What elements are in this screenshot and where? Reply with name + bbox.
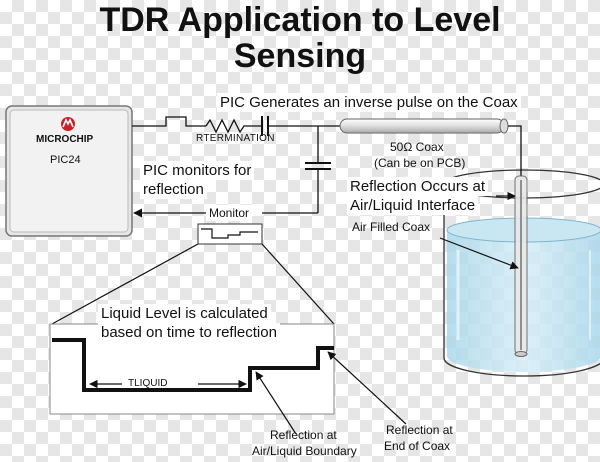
monitor-label: Monitor [206,205,253,221]
reflection-boundary-label-2: Air/Liquid Boundary [252,444,357,458]
r-termination-label: RTERMINATION [196,133,275,144]
reflection-occurs-label-2: Air/Liquid Interface [347,196,479,215]
end-reflection-arrow [327,351,407,425]
pic24-chip [5,105,133,237]
coax-probe [514,150,528,357]
air-coax-arrow [439,237,519,270]
pic-monitors-label-2: reflection [140,180,207,199]
title-line-2: Sensing [233,37,367,75]
coax-pcb-label: (Can be on PCB) [374,156,466,170]
t-liquid-label: TLIQUID [128,378,168,389]
monitor-tap [262,126,331,214]
reflection-occurs-label-1: Reflection Occurs at [347,177,489,196]
liquid-level-label-1: Liquid Level is calculated [98,304,271,323]
coax-50-label: 50Ω Coax [390,140,444,154]
chip-model: PIC24 [50,154,81,166]
title-line-1: TDR Application to Level [99,1,501,39]
liquid-level-label-2: based on time to reflection [98,323,280,342]
reflection-boundary-label-1: Reflection at [270,428,337,442]
reflection-end-label-1: Reflection at [386,423,453,437]
pic-generates-label: PIC Generates an inverse pulse on the Co… [217,93,521,112]
microchip-logo-icon [61,117,75,131]
reflection-end-label-2: End of Coax [384,439,451,453]
boundary-reflection-arrow [255,371,297,435]
small-waveform [197,223,263,245]
chip-brand: MICROCHIP [36,134,94,145]
air-filled-coax-label: Air Filled Coax [352,220,431,234]
pulse-wire [132,116,206,127]
pic-monitors-label-1: PIC monitors for [140,161,255,180]
series-capacitor-symbol [261,116,340,136]
resistor-symbol [205,118,262,134]
coax-cable [339,118,522,150]
